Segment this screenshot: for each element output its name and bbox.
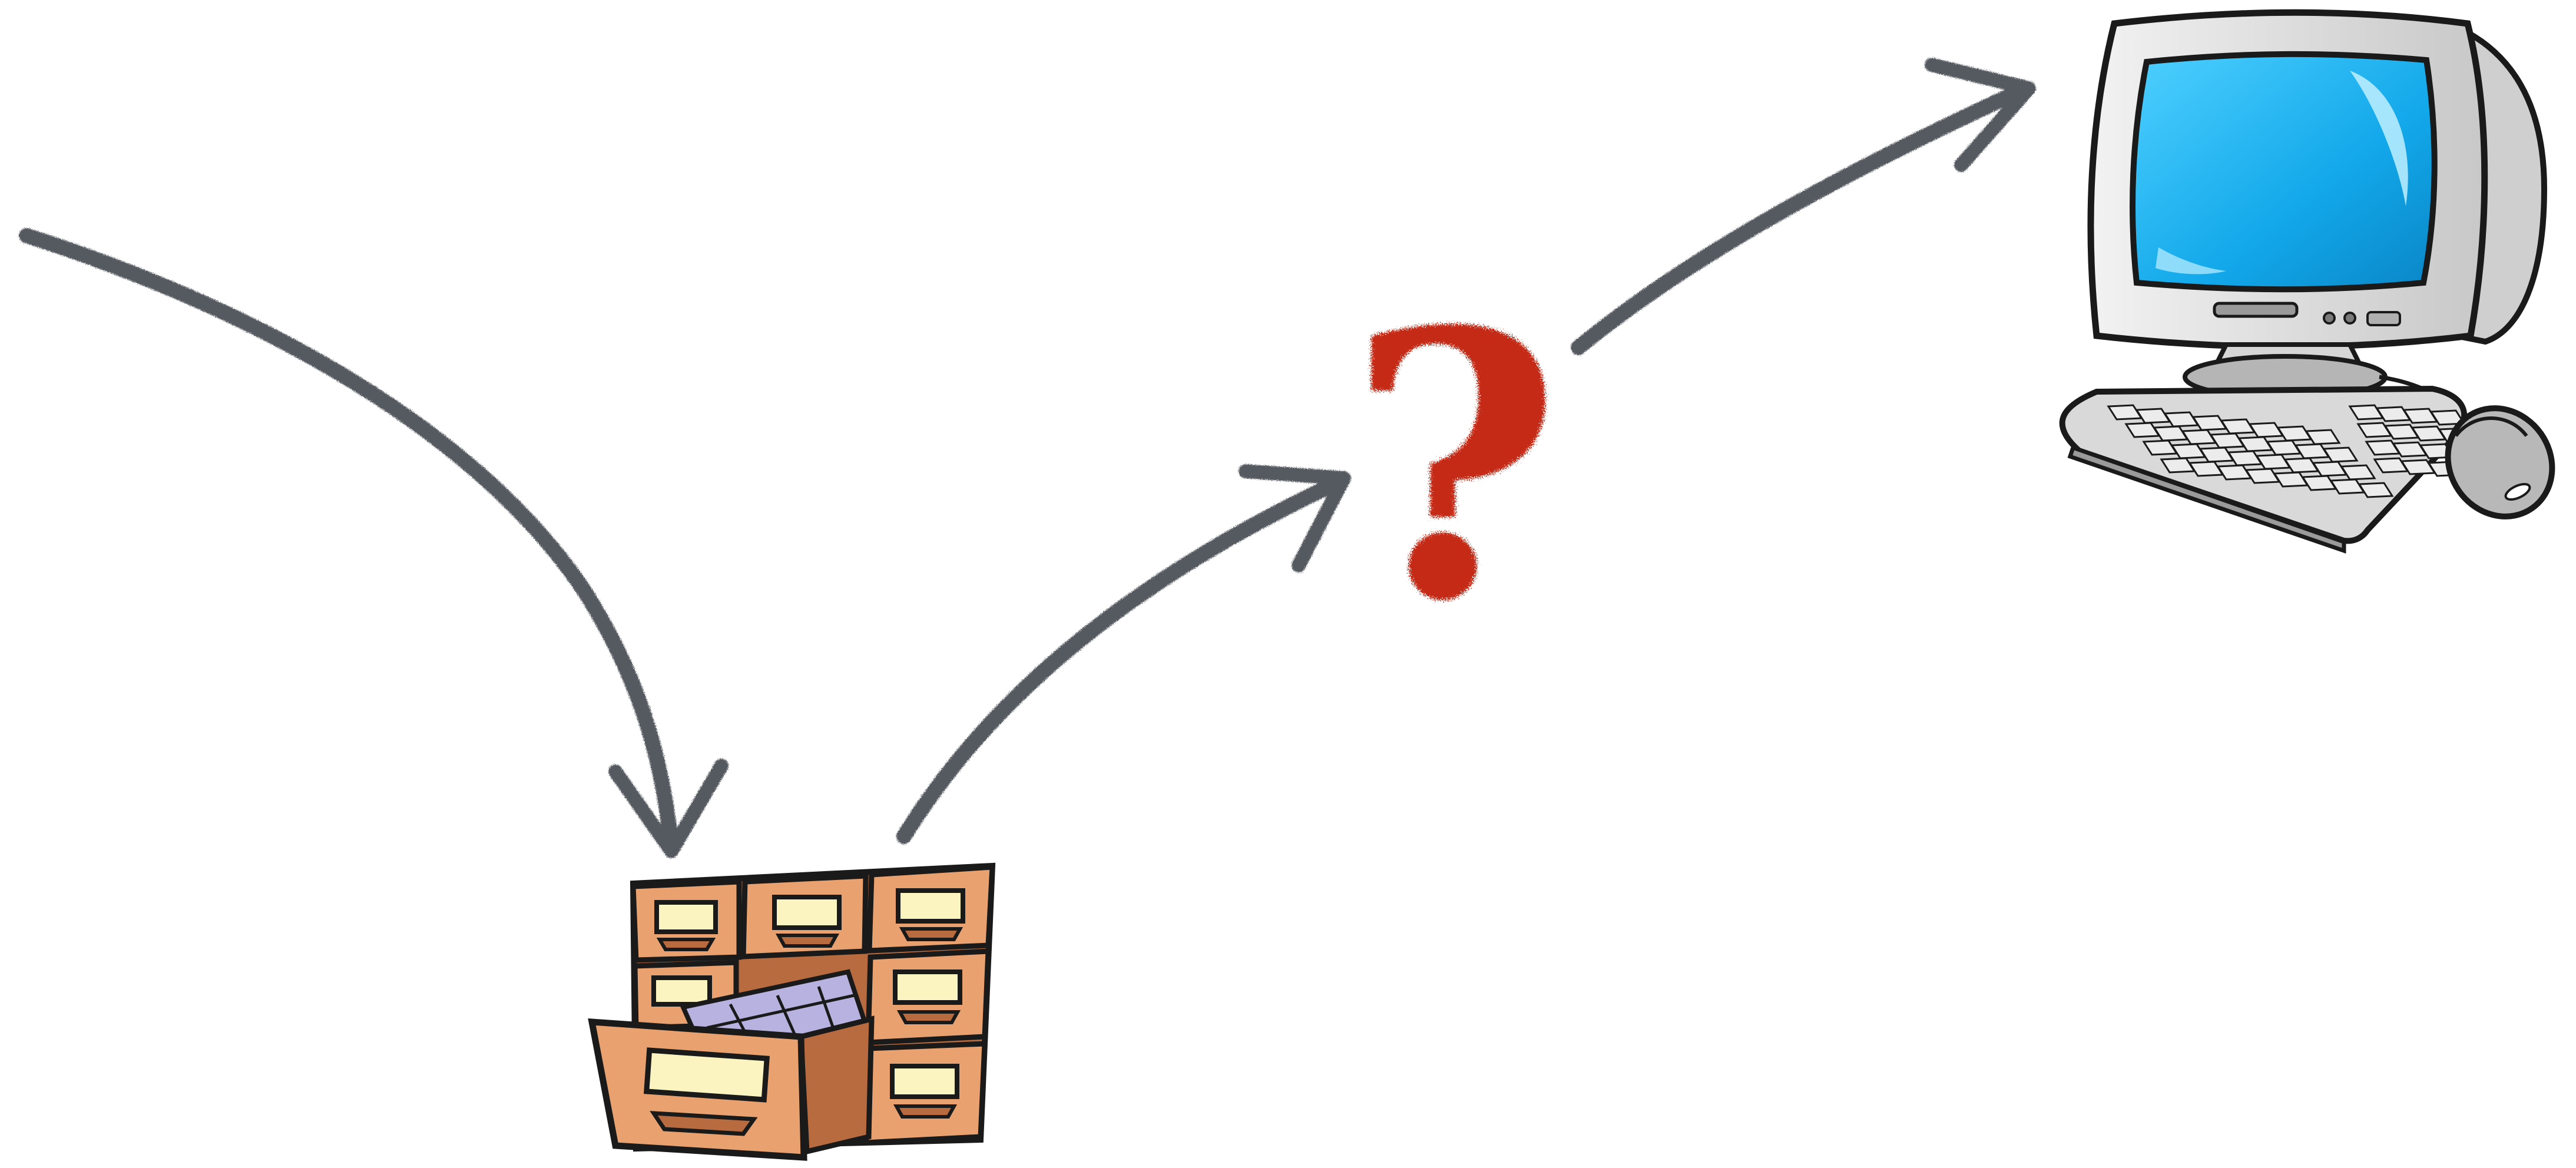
arrow-question-to-computer xyxy=(1578,65,2029,348)
arrow-into-catalog xyxy=(27,236,721,851)
computer-icon xyxy=(2062,12,2573,551)
card-catalog-icon xyxy=(592,866,992,1157)
arrow-catalog-to-question xyxy=(904,471,1344,836)
question-mark: ? xyxy=(1347,253,1561,681)
question-mark-icon: ? xyxy=(1347,253,1561,681)
